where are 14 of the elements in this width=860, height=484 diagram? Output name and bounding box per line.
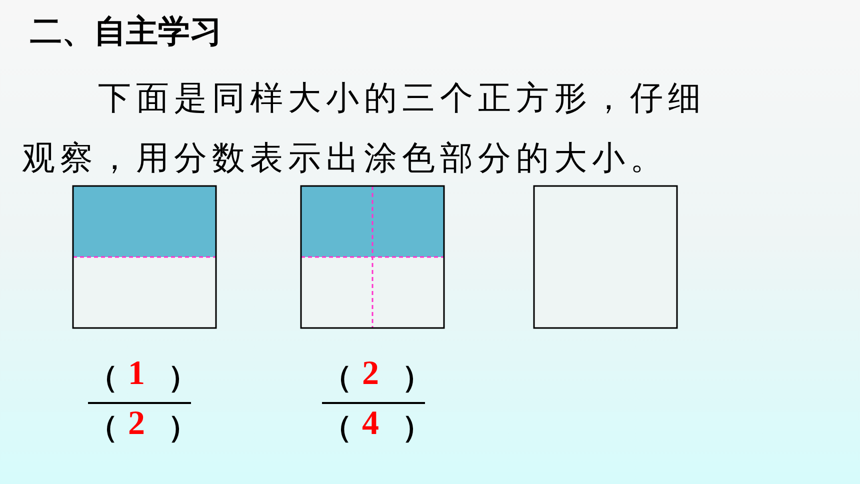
parenthesis: （: [88, 409, 118, 447]
heading: 二、自主学习: [30, 11, 222, 52]
parenthesis: ）: [168, 409, 198, 447]
numerator: 1: [128, 355, 145, 393]
parenthesis: ）: [168, 359, 198, 397]
parenthesis: ）: [402, 359, 432, 397]
denominator: 4: [362, 405, 379, 443]
parenthesis: （: [322, 409, 352, 447]
parenthesis: （: [88, 359, 118, 397]
denominator: 2: [128, 405, 145, 443]
parenthesis: （: [322, 359, 352, 397]
instruction-paragraph: 下面是同样大小的三个正方形，仔细观察，用分数表示出涂色部分的大小。: [22, 77, 707, 179]
numerator: 2: [362, 355, 379, 393]
parenthesis: ）: [402, 409, 432, 447]
